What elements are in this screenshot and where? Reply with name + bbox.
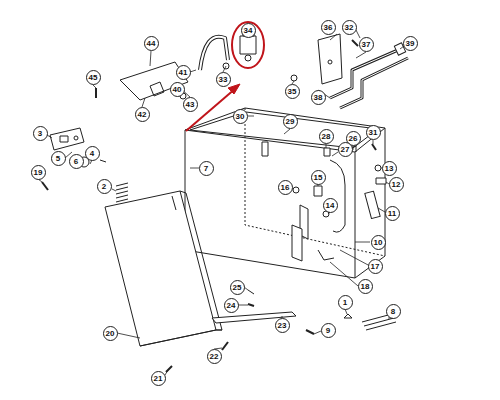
- front-panel: [105, 191, 222, 346]
- callout-number: 39: [403, 36, 418, 51]
- callout-number: 8: [386, 304, 401, 319]
- callout-number: 43: [183, 97, 198, 112]
- callout-number: 15: [311, 170, 326, 185]
- callout-number: 17: [368, 259, 383, 274]
- callout-number: 42: [135, 107, 150, 122]
- callout-number: 19: [31, 165, 46, 180]
- leader-lines: [38, 30, 404, 375]
- callout-number: 37: [359, 37, 374, 52]
- bracket: [318, 34, 342, 84]
- callout-number: 41: [176, 65, 191, 80]
- lid-switch: [50, 128, 84, 150]
- pointer-arrowhead: [228, 84, 240, 94]
- callout-number: 22: [207, 349, 222, 364]
- callout-number: 24: [224, 298, 239, 313]
- callout-number: 1: [338, 295, 353, 310]
- callout-number: 18: [358, 279, 373, 294]
- callout-number: 25: [230, 280, 245, 295]
- callout-number: 3: [33, 126, 48, 141]
- callout-number: 35: [285, 84, 300, 99]
- callout-number: 45: [86, 70, 101, 85]
- callout-number: 28: [319, 129, 334, 144]
- callout-number: 31: [366, 125, 381, 140]
- callout-number: 20: [103, 326, 118, 341]
- callout-number: 7: [199, 161, 214, 176]
- callout-number: 23: [275, 318, 290, 333]
- callout-number: 5: [51, 151, 66, 166]
- callout-number: 14: [323, 198, 338, 213]
- callout-number: 40: [170, 82, 185, 97]
- fill-hoses: [330, 50, 408, 108]
- callout-number: 21: [151, 371, 166, 386]
- hose: [200, 37, 228, 70]
- callout-number: 12: [389, 177, 404, 192]
- callout-number: 10: [371, 235, 386, 250]
- callout-number: 4: [85, 146, 100, 161]
- callout-number: 2: [97, 179, 112, 194]
- callout-number: 36: [321, 20, 336, 35]
- callout-number: 13: [382, 161, 397, 176]
- callout-number: 16: [278, 180, 293, 195]
- callout-number: 33: [216, 72, 231, 87]
- callout-number: 11: [385, 206, 400, 221]
- callout-number: 34: [241, 23, 256, 38]
- callout-number: 30: [233, 109, 248, 124]
- callout-number: 27: [338, 142, 353, 157]
- highlight-circle: [232, 22, 264, 68]
- callout-number: 9: [321, 323, 336, 338]
- cabinet: [185, 108, 385, 278]
- callout-number: 29: [283, 114, 298, 129]
- callout-number: 44: [144, 36, 159, 51]
- callout-number: 38: [311, 90, 326, 105]
- spring: [116, 183, 128, 202]
- drain-hose: [365, 191, 380, 218]
- callout-number: 6: [69, 154, 84, 169]
- callout-number: 32: [342, 20, 357, 35]
